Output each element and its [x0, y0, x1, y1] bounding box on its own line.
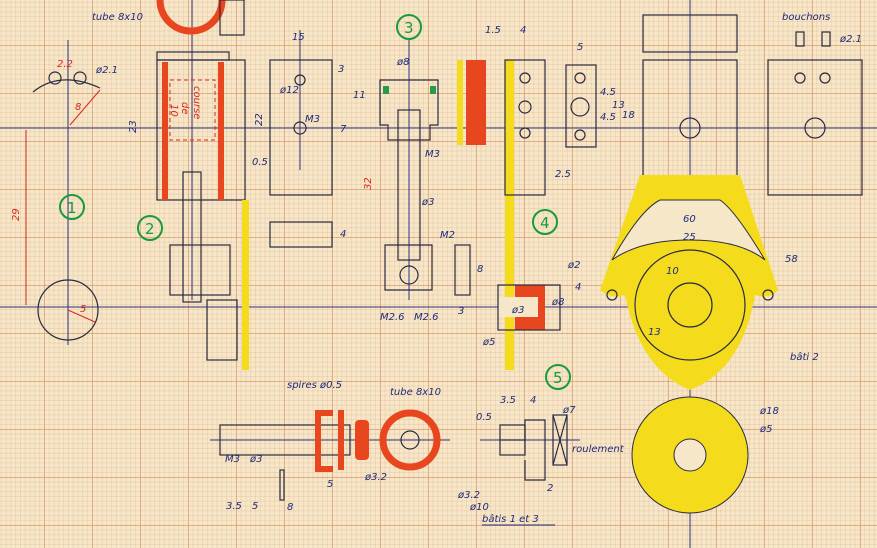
label: 8	[75, 102, 81, 113]
label: 25	[683, 232, 696, 243]
label: 4	[520, 25, 526, 36]
label: 7	[340, 124, 347, 135]
label: 22	[254, 113, 265, 126]
label: M2.6	[414, 312, 439, 323]
label: 1.5	[485, 25, 501, 36]
label: ø8	[551, 297, 564, 308]
part-3-piston	[379, 79, 471, 296]
label: 4	[575, 282, 581, 293]
part-1-drawing	[25, 71, 101, 341]
part-number-2: 2	[145, 220, 155, 238]
label: ø2.1	[839, 34, 862, 45]
label: ø5	[482, 337, 495, 348]
label: 3.5	[226, 501, 242, 512]
label: 5	[327, 479, 333, 490]
label: M3	[305, 114, 320, 125]
label: 3	[338, 64, 344, 75]
part-number-4: 4	[540, 214, 550, 232]
label: ø3.2	[457, 490, 480, 501]
label: 11	[353, 90, 366, 101]
label: 2	[547, 483, 553, 494]
label: 29	[11, 208, 22, 221]
dimension-labels: tube 8x10 2.2 ø2.1 8 29 5 23 10 de cours…	[11, 12, 862, 525]
label: ø10	[469, 502, 489, 513]
bati-2-drawing	[600, 14, 863, 514]
label: 32	[363, 177, 374, 190]
label: tube 8x10	[390, 387, 441, 398]
label: 8	[287, 502, 293, 513]
label: bâti 2	[790, 351, 819, 363]
label: 8	[477, 264, 483, 275]
label: 58	[785, 254, 798, 265]
part-5-drawing	[219, 409, 568, 526]
label: 13	[648, 327, 661, 338]
label: 15	[292, 32, 305, 43]
label: 13	[612, 100, 625, 111]
label: de	[179, 102, 190, 115]
label: M2.6	[380, 312, 405, 323]
label: ø5	[759, 424, 772, 435]
label: 10	[168, 104, 179, 117]
label: ø12	[279, 85, 299, 96]
label: 4	[530, 395, 536, 406]
label: course	[191, 86, 202, 119]
label: ø2.1	[95, 65, 118, 76]
label: ø7	[562, 405, 576, 416]
label: 3	[458, 306, 464, 317]
label: 2.2	[57, 59, 73, 70]
label: 60	[683, 214, 696, 225]
label: 4.5	[600, 112, 616, 123]
label: ø3	[249, 454, 262, 465]
label: bouchons	[782, 12, 830, 23]
label: roulement	[572, 444, 625, 455]
label: 10	[666, 266, 679, 277]
part-number-5: 5	[553, 369, 563, 387]
label: 18	[622, 110, 635, 121]
part-number-3: 3	[404, 19, 414, 37]
label: ø3	[511, 305, 524, 316]
label: 23	[128, 120, 139, 133]
label: ø2	[567, 260, 580, 271]
drawing-title: bâtis 1 et 3	[482, 513, 539, 525]
part-2-cylinder	[156, 0, 333, 370]
label: 5	[80, 304, 86, 315]
label: 0.5	[252, 157, 268, 168]
label: 5	[252, 501, 258, 512]
label: tube 8x10	[92, 12, 143, 23]
label: spires ø0.5	[287, 380, 342, 391]
label: ø3.2	[364, 472, 387, 483]
label: 3.5	[500, 395, 516, 406]
label: M2	[440, 230, 455, 241]
label: 0.5	[476, 412, 492, 423]
part-number-circles: 1 2 3 4 5	[59, 14, 571, 390]
label: ø18	[759, 406, 779, 417]
label: 5	[577, 42, 583, 53]
label: ø8	[396, 57, 409, 68]
part-4-bielle	[457, 59, 597, 370]
label: ø3	[421, 197, 434, 208]
label: 2.5	[555, 169, 571, 180]
label: 4	[340, 229, 346, 240]
part-number-1: 1	[67, 199, 77, 217]
label: 4.5	[600, 87, 616, 98]
label: M3	[425, 149, 440, 160]
label: M3	[225, 454, 240, 465]
